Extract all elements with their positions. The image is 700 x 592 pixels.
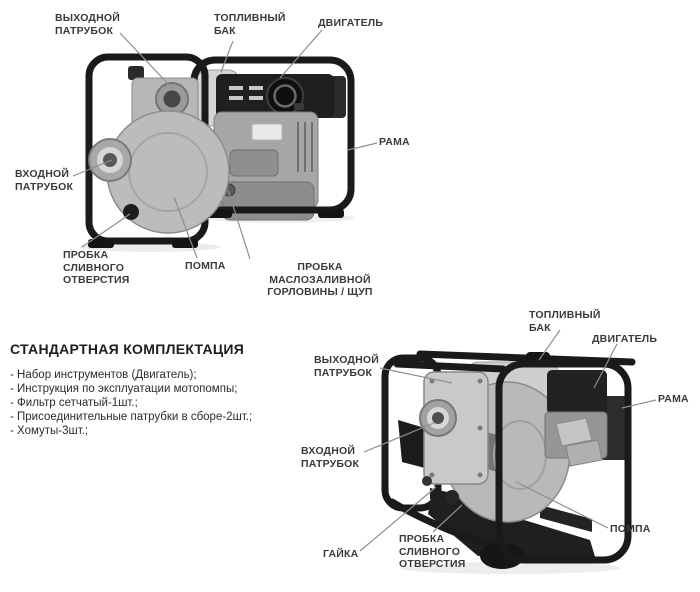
label-inlet-pipe-top: ВХОДНОЙ ПАТРУБОК <box>15 168 74 193</box>
pump-illustration-bottom <box>381 350 636 574</box>
leader-lines-top <box>72 29 378 260</box>
equipment-item: - Набор инструментов (Двигатель); <box>10 369 197 381</box>
label-pump-top: ПОМПА <box>185 260 226 272</box>
leader-lines-bottom <box>359 329 657 552</box>
leader-engine-top <box>279 29 323 79</box>
leader-drain-plug-top <box>81 213 131 248</box>
label-drain-plug-bottom: ПРОБКА СЛИВНОГО ОТВЕРСТИЯ <box>399 533 466 570</box>
equipment-heading: СТАНДАРТНАЯ КОМПЛЕКТАЦИЯ <box>10 341 245 357</box>
label-engine-top: ДВИГАТЕЛЬ <box>318 17 384 29</box>
label-frame-top: РАМА <box>379 136 410 148</box>
leader-pump-top <box>173 196 198 259</box>
label-fuel-tank-top: ТОПЛИВНЫЙ БАК <box>214 12 286 37</box>
leader-inlet-pipe-top <box>72 159 113 177</box>
leader-engine-bottom <box>593 343 618 389</box>
equipment-item: - Хомуты-3шт.; <box>10 425 89 437</box>
leader-inlet-pipe-bottom <box>363 422 435 453</box>
leader-pump-bottom <box>515 481 609 529</box>
label-nut-bottom: ГАЙКА <box>323 548 359 560</box>
label-drain-plug-top: ПРОБКА СЛИВНОГО ОТВЕРСТИЯ <box>63 249 130 286</box>
leader-fuel-tank-top <box>220 40 234 73</box>
leader-drain-plug-bottom <box>432 504 463 533</box>
leader-outlet-pipe-bottom <box>379 367 453 384</box>
leader-frame-top <box>347 142 378 151</box>
label-outlet-pipe-top: ВЫХОДНОЙ ПАТРУБОК <box>55 12 120 37</box>
equipment-list: - Набор инструментов (Двигатель); - Инст… <box>10 368 252 438</box>
label-inlet-pipe-bottom: ВХОДНОЙ ПАТРУБОК <box>301 445 360 470</box>
leader-frame-bottom <box>621 399 657 409</box>
label-pump-bottom: ПОМПА <box>610 523 651 535</box>
label-fuel-tank-bottom: ТОПЛИВНЫЙ БАК <box>529 309 601 334</box>
equipment-item: - Присоединительные патрубки в сборе-2шт… <box>10 411 253 423</box>
leader-fuel-tank-bottom <box>538 329 561 361</box>
label-outlet-pipe-bottom: ВЫХОДНОЙ ПАТРУБОК <box>314 354 379 379</box>
label-oil-filler-plug-top: ПРОБКА МАСЛОЗАЛИВНОЙ ГОРЛОВИНЫ / ЩУП <box>267 261 373 298</box>
equipment-item: - Инструкция по эксплуатации мотопомпы; <box>10 383 238 395</box>
label-engine-bottom: ДВИГАТЕЛЬ <box>592 333 658 345</box>
equipment-item: - Фильтр сетчатый-1шт.; <box>10 397 138 409</box>
leader-oil-filler-plug-top <box>227 189 251 260</box>
label-frame-bottom: РАМА <box>658 393 689 405</box>
pump-illustration-top <box>80 53 355 252</box>
leader-nut-bottom <box>359 486 437 552</box>
leader-outlet-pipe-top <box>119 32 173 89</box>
